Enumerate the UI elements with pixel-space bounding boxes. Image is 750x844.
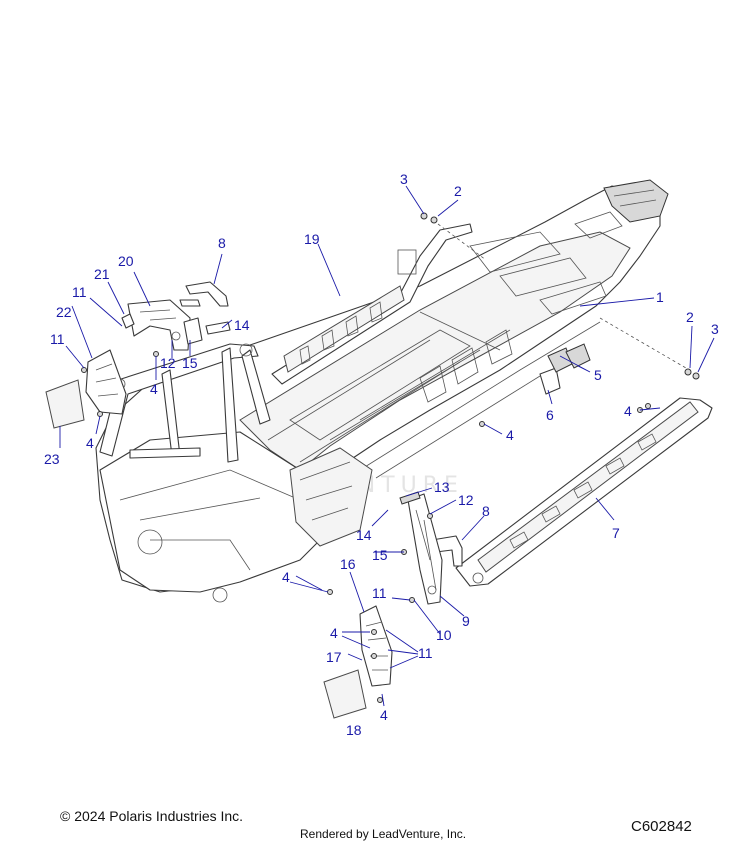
part-19-upper-rail[interactable] <box>271 223 473 385</box>
roll-cage <box>99 343 271 463</box>
part-15-linkage[interactable] <box>183 317 231 345</box>
callout-8-top[interactable]: 8 <box>218 235 226 251</box>
callout-4-e[interactable]: 4 <box>380 707 388 723</box>
part-20-bracket[interactable] <box>127 299 191 351</box>
callout-9[interactable]: 9 <box>462 613 470 629</box>
part-23-pad[interactable] <box>45 379 85 429</box>
callout-14-a[interactable]: 14 <box>234 317 250 333</box>
main-frame[interactable] <box>95 179 669 603</box>
part-6-bracket[interactable] <box>539 367 561 395</box>
part-18-pad[interactable] <box>323 669 367 719</box>
callout-15-a[interactable]: 15 <box>182 355 198 371</box>
part-21-bolt[interactable] <box>121 313 135 329</box>
part-16-side-panel[interactable] <box>359 605 393 687</box>
callout-11-b[interactable]: 11 <box>50 331 65 347</box>
part-22-side-panel[interactable] <box>85 349 127 415</box>
callout-4-f[interactable]: 4 <box>150 381 158 397</box>
callout-4-d[interactable]: 4 <box>330 625 338 641</box>
callout-3-right[interactable]: 3 <box>711 321 719 337</box>
callout-4-b[interactable]: 4 <box>506 427 514 443</box>
callout-12-b[interactable]: 12 <box>458 492 474 508</box>
callout-3-top[interactable]: 3 <box>400 171 408 187</box>
callout-5[interactable]: 5 <box>594 367 602 383</box>
callout-12-a[interactable]: 12 <box>160 355 176 371</box>
part-7-running-board[interactable] <box>455 397 713 587</box>
callout-4-c[interactable]: 4 <box>282 569 290 585</box>
callouts: 1 2 3 2 3 4 4 4 4 4 4 4 5 6 7 8 8 9 10 1… <box>44 171 719 738</box>
callout-15-b[interactable]: 15 <box>372 547 388 563</box>
callout-23[interactable]: 23 <box>44 451 60 467</box>
callout-8-bottom[interactable]: 8 <box>482 503 490 519</box>
callout-11-d[interactable]: 11 <box>418 645 433 661</box>
callout-2-top[interactable]: 2 <box>454 183 462 199</box>
callout-6[interactable]: 6 <box>546 407 554 423</box>
part-8-upper-tube[interactable] <box>179 281 229 307</box>
part-5-brackets[interactable] <box>547 343 591 373</box>
copyright-text: © 2024 Polaris Industries Inc. <box>60 808 244 824</box>
callout-20[interactable]: 20 <box>118 253 134 269</box>
callout-14-b[interactable]: 14 <box>356 527 372 543</box>
callout-1[interactable]: 1 <box>656 289 664 305</box>
leader-lines <box>59 185 715 707</box>
callout-10[interactable]: 10 <box>436 627 452 643</box>
diagram-id: C602842 <box>631 818 692 835</box>
callout-11-c[interactable]: 11 <box>372 585 387 601</box>
rendered-by-text: Rendered by LeadVenture, Inc. <box>300 827 467 841</box>
callout-11-a[interactable]: 11 <box>72 284 87 300</box>
callout-21[interactable]: 21 <box>94 266 110 282</box>
callout-13[interactable]: 13 <box>434 479 450 495</box>
callout-19[interactable]: 19 <box>304 231 320 247</box>
callout-22[interactable]: 22 <box>56 304 72 320</box>
callout-2-right[interactable]: 2 <box>686 309 694 325</box>
callout-18[interactable]: 18 <box>346 722 362 738</box>
part-9-bracket[interactable] <box>407 493 443 605</box>
callout-7[interactable]: 7 <box>612 525 620 541</box>
callout-16[interactable]: 16 <box>340 556 356 572</box>
alignment-lines <box>437 223 687 369</box>
callout-4-a[interactable]: 4 <box>624 403 632 419</box>
callout-17[interactable]: 17 <box>326 649 342 665</box>
callout-4-g[interactable]: 4 <box>86 435 94 451</box>
